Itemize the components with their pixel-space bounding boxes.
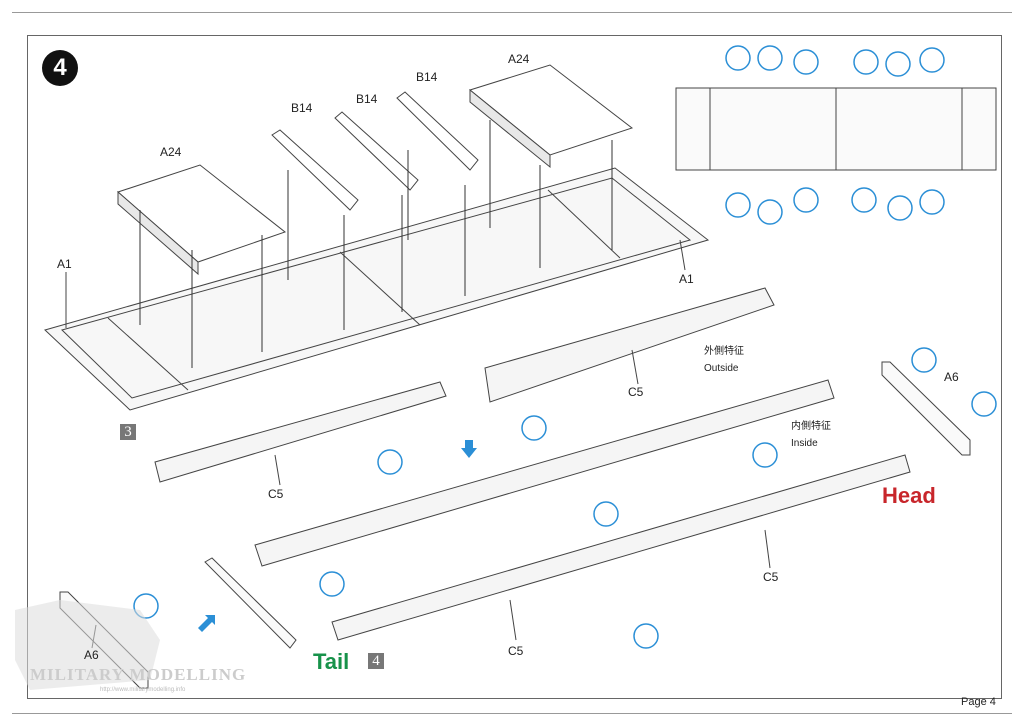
label-a1-right: A1 — [679, 272, 694, 286]
direction-arrow-icon — [461, 440, 477, 458]
inside-note-en: Inside — [791, 438, 818, 449]
page-border — [12, 12, 1012, 714]
label-a6-right: A6 — [944, 370, 959, 384]
label-c5-1: C5 — [268, 487, 284, 501]
label-c5-4: C5 — [508, 644, 524, 658]
chassis-frame-a1 — [44, 167, 710, 411]
label-c5-3: C5 — [763, 570, 779, 584]
step-number-badge: 4 — [42, 50, 78, 86]
label-a24-right: A24 — [508, 52, 530, 66]
part-b14-3 — [396, 91, 479, 171]
part-b14-2 — [334, 111, 419, 191]
part-a6-right — [881, 361, 971, 456]
page-number: Page 4 — [961, 696, 996, 708]
watermark-tank — [15, 600, 160, 690]
outside-note-cn: 外側特征 — [704, 346, 744, 357]
head-label: Head — [882, 483, 936, 508]
sub-step-3-badge: 3 — [120, 424, 136, 440]
watermark-url: http://www.militarymodelling.info — [100, 687, 186, 693]
watermark-text: MILITARY MODELLING — [30, 665, 247, 684]
rail-c5-3 — [254, 379, 835, 567]
label-c5-2: C5 — [628, 385, 644, 399]
tail-label: Tail — [313, 649, 350, 674]
rail-c5-4 — [331, 454, 911, 641]
label-a24-left: A24 — [160, 145, 182, 159]
inside-note-cn: 内側特征 — [791, 421, 831, 432]
direction-arrow-icon — [198, 615, 215, 632]
rail-c5-1 — [154, 381, 447, 483]
rail-c5-2 — [484, 287, 775, 403]
label-b14-2: B14 — [356, 92, 378, 106]
label-a1-left: A1 — [57, 257, 72, 271]
tail-plate — [204, 557, 297, 649]
callout-icons — [133, 45, 997, 649]
sub-step-4-badge: 4 — [368, 653, 384, 669]
label-a6-left: A6 — [84, 648, 99, 662]
instruction-frame — [27, 35, 1002, 699]
label-b14-1: B14 — [291, 101, 313, 115]
outside-note-en: Outside — [704, 363, 739, 374]
label-b14-3: B14 — [416, 70, 438, 84]
part-b14-1 — [271, 129, 359, 211]
